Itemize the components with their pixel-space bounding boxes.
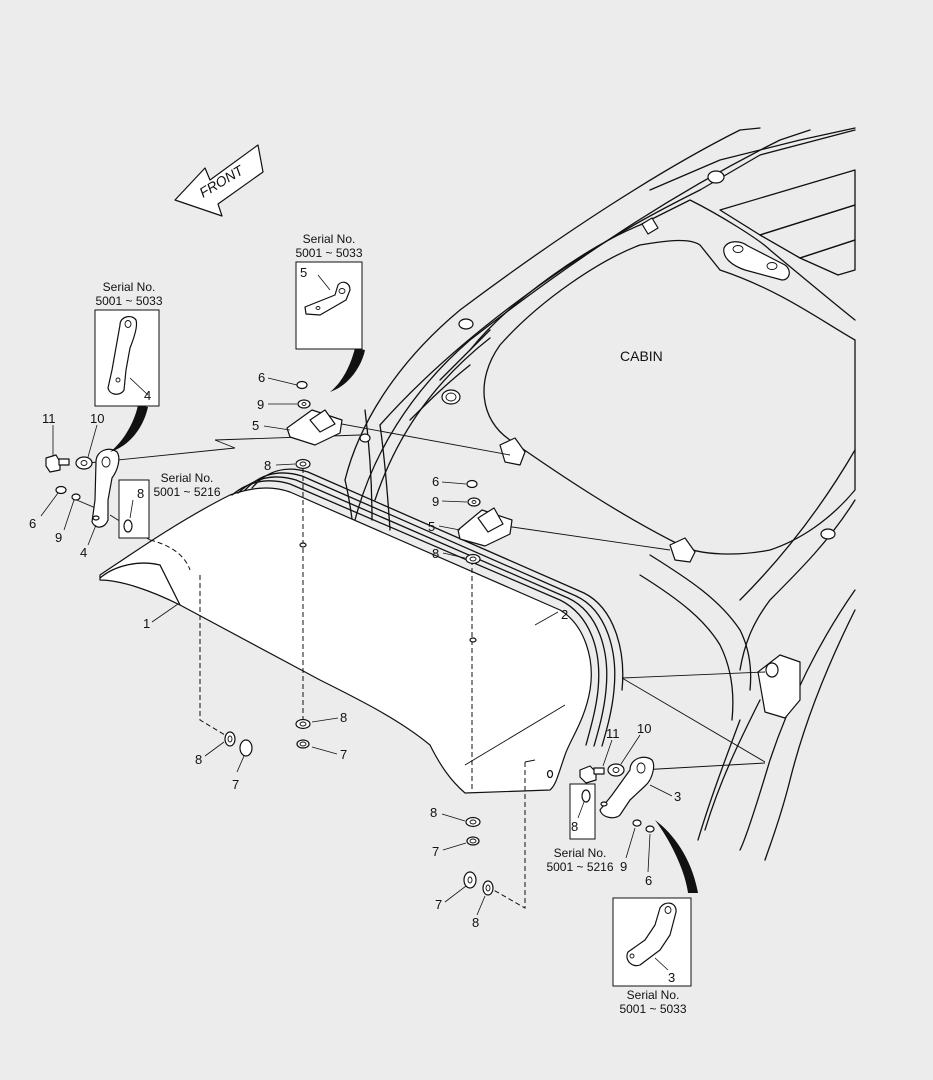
callout-9-left: 9	[55, 530, 62, 545]
callout-6-top: 6	[258, 370, 265, 385]
callout-5-box: 5	[300, 265, 307, 280]
leader-lines	[40, 274, 673, 971]
callout-8-right: 8	[571, 819, 578, 834]
callout-9-top: 9	[257, 397, 264, 412]
callout-5-top: 5	[252, 418, 259, 433]
callout-7-bottom: 7	[435, 897, 442, 912]
callout-9-right: 9	[620, 859, 627, 874]
center-right-hardware	[457, 479, 513, 846]
callout-8-center: 8	[340, 710, 347, 725]
callout-8-mid: 8	[432, 546, 439, 561]
callout-3-right: 3	[674, 789, 681, 804]
serial-range-right: 5001 ~ 5216	[546, 860, 613, 874]
seal-strip	[231, 468, 624, 747]
center-left-hardware	[286, 380, 343, 749]
left-bracket-assembly	[45, 448, 150, 539]
cabin-frame	[344, 127, 856, 861]
callout-11-right: 11	[606, 726, 620, 741]
callout-10-left: 10	[90, 411, 104, 426]
callout-7-center: 7	[340, 747, 347, 762]
serial-caption-mid: Serial No.	[161, 471, 214, 485]
callout-8-lower-left: 8	[195, 752, 202, 767]
serial-caption-right: Serial No.	[554, 846, 607, 860]
serial-caption-bottom: Serial No.	[627, 988, 680, 1002]
serial-caption-top: Serial No.	[303, 232, 356, 246]
callout-9-mid: 9	[432, 494, 439, 509]
callout-7-lower-left: 7	[232, 777, 239, 792]
detail-box-bracket-3	[612, 820, 698, 987]
callout-8-top: 8	[264, 458, 271, 473]
assembly-guides	[71, 419, 766, 909]
callout-8-left: 8	[137, 486, 144, 501]
detail-box-bracket-5	[295, 261, 365, 392]
callout-6-right: 6	[645, 873, 652, 888]
serial-range-top: 5001 ~ 5033	[295, 246, 362, 260]
callout-3-box: 3	[668, 970, 675, 985]
callout-5-mid: 5	[428, 519, 435, 534]
callout-11-left: 11	[42, 411, 56, 426]
callout-2: 2	[561, 607, 568, 622]
callout-4-left: 4	[80, 545, 87, 560]
detail-box-bracket-4	[94, 309, 160, 452]
serial-range-left: 5001 ~ 5033	[95, 294, 162, 308]
callout-6-left: 6	[29, 516, 36, 531]
lower-left-fasteners	[224, 731, 253, 757]
front-direction-arrow: FRONT	[174, 144, 264, 217]
callout-6-mid: 6	[432, 474, 439, 489]
callout-10-right: 10	[637, 721, 651, 736]
cabin-label: CABIN	[620, 348, 663, 364]
serial-range-bottom: 5001 ~ 5033	[619, 1002, 686, 1016]
lower-right-fasteners	[463, 871, 494, 896]
callout-8-bottom: 8	[472, 915, 479, 930]
callout-1: 1	[143, 616, 150, 631]
callout-4-box: 4	[144, 388, 151, 403]
callout-8-lower-center: 8	[430, 805, 437, 820]
labels: CABIN Serial No. 5001 ~ 5033 Serial No. …	[29, 232, 687, 1016]
callout-7-lower-center: 7	[432, 844, 439, 859]
serial-range-mid: 5001 ~ 5216	[153, 485, 220, 499]
serial-caption-left: Serial No.	[103, 280, 156, 294]
right-bracket-assembly	[546, 756, 655, 840]
